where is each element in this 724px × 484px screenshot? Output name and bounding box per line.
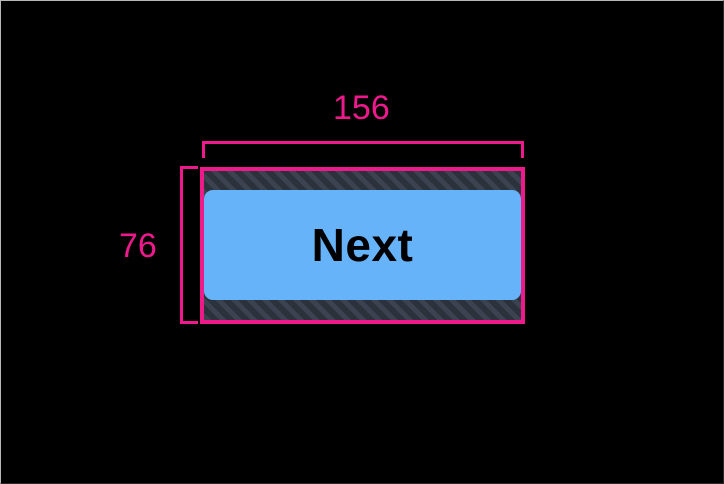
next-button[interactable]: Next — [204, 190, 521, 300]
width-dimension-bracket — [202, 141, 524, 158]
height-dimension-bracket — [180, 166, 198, 324]
height-dimension-label: 76 — [119, 227, 157, 265]
element-highlight-outline: Next — [200, 167, 525, 324]
width-dimension-label: 156 — [333, 89, 390, 127]
